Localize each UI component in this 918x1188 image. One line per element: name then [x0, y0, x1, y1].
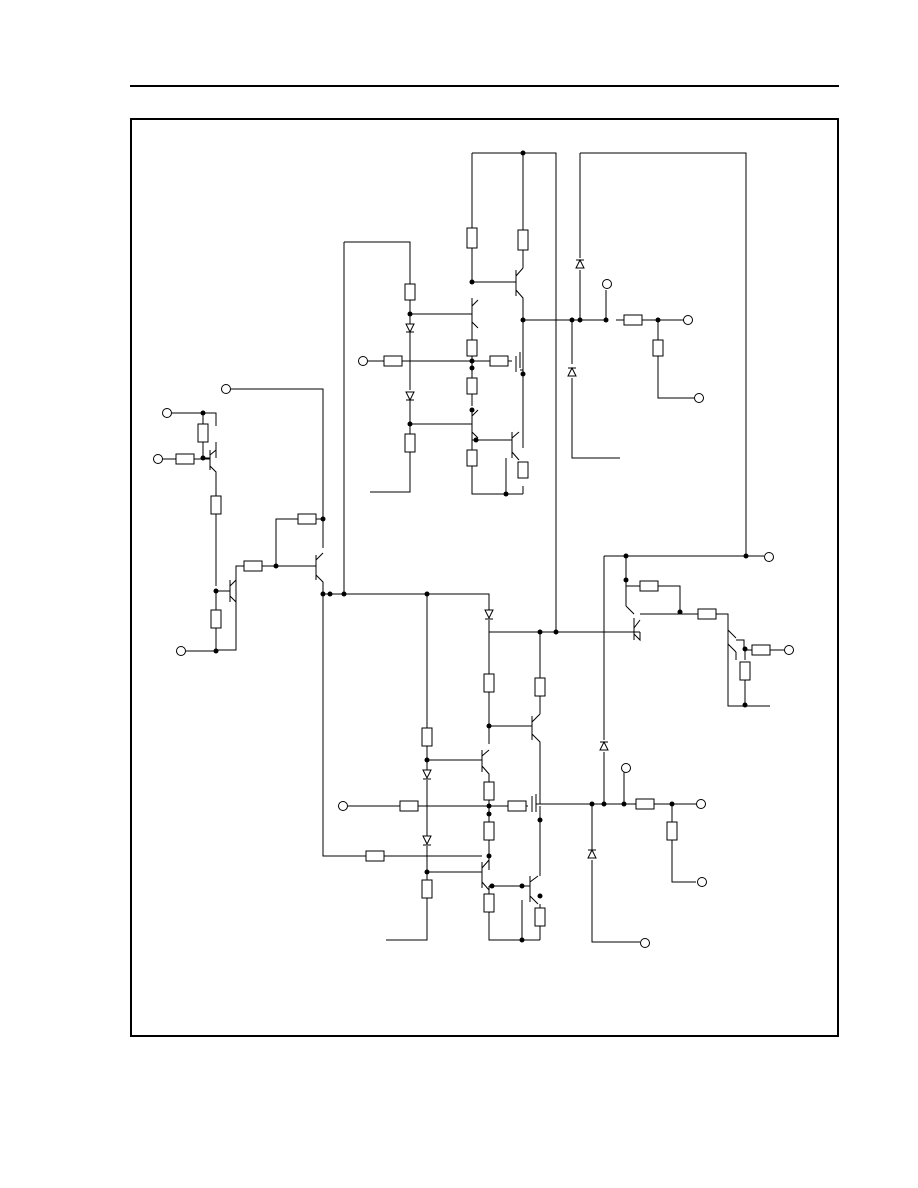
left-input-section	[153, 242, 345, 656]
top-output-stage	[344, 150, 747, 632]
bottom-output-stage	[338, 632, 707, 948]
figure-frame	[130, 118, 839, 1037]
header-rule	[130, 85, 839, 87]
right-section	[599, 552, 794, 804]
